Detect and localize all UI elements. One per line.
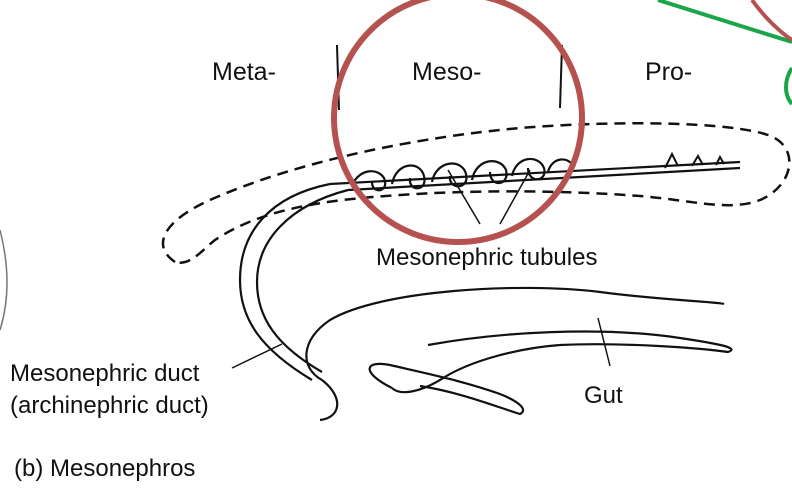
label-archinephric-duct: (archinephric duct) <box>10 392 209 419</box>
region-label-pro: Pro- <box>645 58 692 86</box>
caption: (b) Mesonephros <box>14 455 195 482</box>
region-label-meso: Meso- <box>412 58 481 86</box>
region-label-meta: Meta- <box>212 58 276 86</box>
gut <box>306 288 731 420</box>
highlight-circle <box>334 0 582 242</box>
mesonephric-tubules <box>352 159 574 190</box>
label-mesonephric-duct: Mesonephric duct <box>10 360 200 387</box>
left-edge-arc <box>0 230 7 330</box>
green-annotation <box>658 0 792 104</box>
label-gut: Gut <box>584 382 623 409</box>
label-leader-lines <box>232 318 610 368</box>
label-mesonephric-tubules: Mesonephric tubules <box>376 244 597 271</box>
